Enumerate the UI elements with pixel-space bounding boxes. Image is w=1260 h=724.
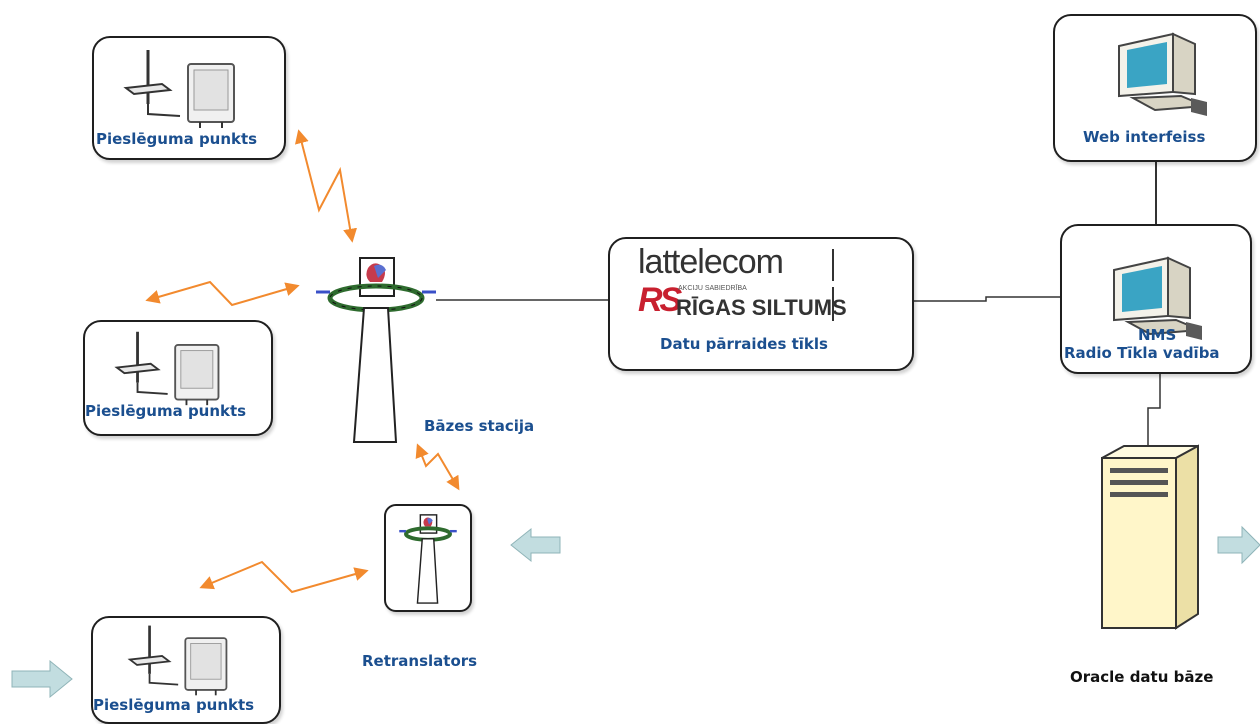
nms-node[interactable]: NMS Radio Tīkla vadība	[1060, 224, 1252, 374]
server-icon[interactable]	[1088, 444, 1204, 630]
computer-icon	[1113, 256, 1202, 340]
nms-label-line2: Radio Tīkla vadība	[1064, 344, 1220, 362]
radio-link-icon	[145, 280, 300, 307]
access-point-icon	[114, 331, 220, 406]
radio-link-icon	[415, 443, 460, 491]
access-point-node-3[interactable]: Pieslēguma punkts	[91, 616, 281, 724]
arrow-icon	[510, 527, 561, 563]
access-point-label: Pieslēguma punkts	[93, 696, 255, 714]
lattelecom-logo: lattelecom	[638, 243, 784, 281]
repeater-node[interactable]	[384, 504, 472, 612]
access-point-node-2[interactable]: Pieslēguma punkts	[83, 320, 273, 436]
database-label: Oracle datu bāze	[1070, 668, 1214, 686]
access-point-icon	[123, 50, 235, 128]
wire-nms-database	[1147, 372, 1161, 445]
access-point-label: Pieslēguma punkts	[96, 130, 258, 148]
rs-logo-divider	[832, 287, 834, 321]
wire-network-nms	[911, 296, 1062, 302]
network-node[interactable]: lattelecom RS AKCIJU SABIEDRĪBA RĪGAS SI…	[608, 237, 914, 371]
computer-icon	[1118, 32, 1207, 116]
rs-logo-subtitle: AKCIJU SABIEDRĪBA	[678, 285, 747, 292]
access-point-icon	[127, 625, 228, 696]
radio-link-icon	[199, 560, 369, 594]
rs-logo-text: RĪGAS SILTUMS	[676, 295, 847, 320]
arrow-icon	[1217, 525, 1260, 565]
access-point-node-1[interactable]: Pieslēguma punkts	[92, 36, 286, 160]
nms-label-line1: NMS	[1138, 326, 1177, 344]
repeater-label: Retranslators	[362, 652, 478, 670]
tower-icon	[399, 514, 457, 604]
web-interface-node[interactable]: Web interfeiss	[1053, 14, 1257, 162]
rs-logo-mark: RS	[638, 281, 682, 319]
web-interface-label: Web interfeiss	[1083, 128, 1206, 146]
base-station-label: Bāzes stacija	[424, 417, 535, 435]
arrow-icon	[11, 659, 73, 699]
network-label: Datu pārraides tīkls	[660, 335, 828, 353]
lattelecom-logo-divider	[832, 249, 834, 281]
access-point-label: Pieslēguma punkts	[85, 402, 247, 420]
tower-icon[interactable]	[312, 252, 440, 444]
radio-link-icon	[295, 129, 358, 243]
